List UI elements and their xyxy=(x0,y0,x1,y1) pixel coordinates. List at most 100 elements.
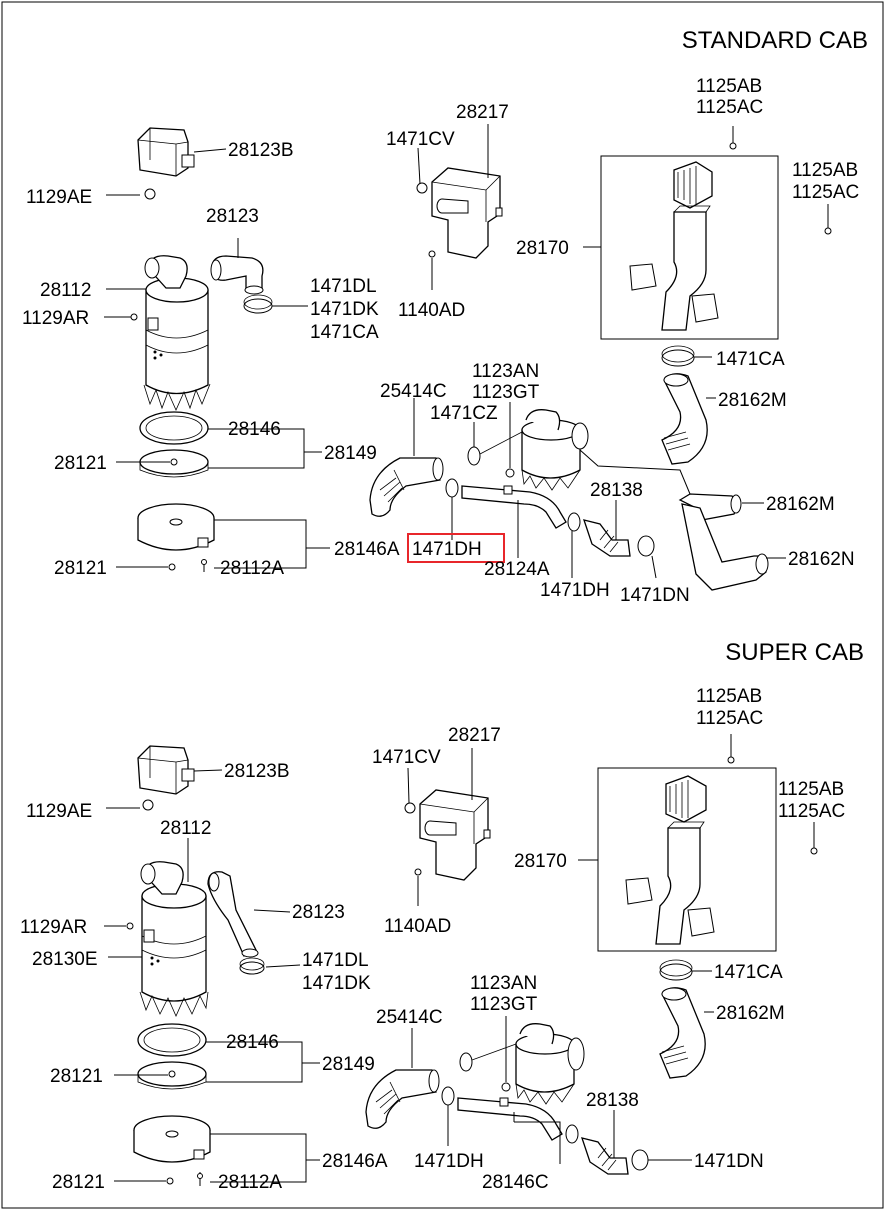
part-28138-hose xyxy=(581,1137,629,1175)
callout-28146A: 28146A xyxy=(334,539,400,560)
callout-28112A: 28112A xyxy=(220,558,284,579)
callout-1140AD: 1140AD xyxy=(384,916,451,937)
part-28124A-pipe xyxy=(461,485,567,529)
callout-1471CA: 1471CA xyxy=(310,322,379,343)
part-clamp xyxy=(459,1052,473,1072)
part-28162M-hose xyxy=(659,987,706,1079)
callout-1125AC: 1125AC xyxy=(792,182,859,203)
callout-28170: 28170 xyxy=(516,238,569,259)
part-28146A-housing xyxy=(133,1115,211,1163)
part-1471DN-clamp xyxy=(631,1149,649,1171)
callout-1471DL: 1471DL xyxy=(310,276,377,297)
callout-1471CV: 1471CV xyxy=(386,129,455,150)
part-air-cleaner-assembly xyxy=(521,409,589,491)
part-1471DL-clamp xyxy=(239,957,265,975)
callout-28146: 28146 xyxy=(228,419,281,440)
part-28112A-screw xyxy=(201,559,207,565)
callout-28121: 28121 xyxy=(50,1066,103,1087)
callout-1129AE: 1129AE xyxy=(26,801,92,822)
callout-28162M: 28162M xyxy=(718,390,787,411)
callout-1471DH: 1471DH xyxy=(540,580,610,601)
callout-25414C: 25414C xyxy=(376,1007,443,1028)
part-1471DN-clamp xyxy=(637,535,655,557)
part-1471DH-clamp xyxy=(567,512,581,532)
part-28217-resonator xyxy=(431,167,503,259)
callout-1129AE: 1129AE xyxy=(26,187,92,208)
callout-28162M: 28162M xyxy=(766,494,835,515)
part-1123AN-bolt xyxy=(505,468,515,478)
callout-1471DK: 1471DK xyxy=(310,299,379,320)
callout-28162M: 28162M xyxy=(716,1003,785,1024)
part-28170-duct xyxy=(625,775,715,945)
leader-line xyxy=(193,148,227,153)
part-1123AN-bolt xyxy=(501,1082,511,1092)
part-1125AB-bolt xyxy=(729,142,737,150)
callout-28149: 28149 xyxy=(324,443,377,464)
part-1140AD-bolt xyxy=(414,868,422,876)
callout-28124A: 28124A xyxy=(484,559,550,580)
callout-1125AC: 1125AC xyxy=(696,708,763,729)
callout-1471DN: 1471DN xyxy=(620,585,690,606)
part-1471DL-clamp xyxy=(243,294,273,314)
super-cab-assembly xyxy=(104,734,818,1186)
callout-1471CA: 1471CA xyxy=(716,349,785,370)
part-25414C-hose xyxy=(365,1069,440,1129)
callout-1129AR: 1129AR xyxy=(20,917,87,938)
callout-1123GT: 1123GT xyxy=(470,994,538,1015)
callout-1471DK: 1471DK xyxy=(302,973,371,994)
callout-1471DL: 1471DL xyxy=(302,950,369,971)
callout-28217: 28217 xyxy=(456,102,509,123)
callout-1125AB: 1125AB xyxy=(778,779,844,800)
part-1471CA-clamp xyxy=(661,345,695,367)
part-28112-air-cleaner xyxy=(143,255,211,411)
callout-28138: 28138 xyxy=(590,480,643,501)
callout-28146: 28146 xyxy=(226,1032,279,1053)
part-28162M-N-hoses xyxy=(678,493,769,591)
callout-28123: 28123 xyxy=(292,902,345,923)
part-1471CV-clamp xyxy=(404,802,416,814)
part-1471DH-clamp xyxy=(445,478,459,498)
callout-1125AB: 1125AB xyxy=(696,76,762,97)
part-1129AE-bolt xyxy=(142,799,154,811)
callout-28112: 28112 xyxy=(40,280,91,301)
part-air-cleaner-assembly xyxy=(515,1023,585,1105)
callout-28146A: 28146A xyxy=(322,1151,388,1172)
part-28217-resonator xyxy=(419,789,491,881)
callout-1471DN: 1471DN xyxy=(694,1151,764,1172)
part-28170-duct xyxy=(629,161,719,331)
part-1125AB-bolt xyxy=(810,847,818,855)
callout-1471DH-highlighted: 1471DH xyxy=(412,539,482,560)
part-28121-cover xyxy=(137,1061,207,1090)
part-28112-air-cleaner xyxy=(139,861,209,1017)
callout-28162N: 28162N xyxy=(788,549,855,570)
callout-28138: 28138 xyxy=(586,1090,639,1111)
part-1129AE-bolt xyxy=(106,188,156,200)
callout-28121: 28121 xyxy=(54,453,107,474)
standard-cab-labels: 28123B 1129AE 28123 28112 1129AR 1471DL … xyxy=(22,76,859,606)
callout-28123B: 28123B xyxy=(224,761,290,782)
callout-28123: 28123 xyxy=(206,206,259,227)
part-28146-filter-element xyxy=(139,411,209,445)
callout-1123AN: 1123AN xyxy=(470,973,537,994)
callout-1471CV: 1471CV xyxy=(372,747,441,768)
callout-28121: 28121 xyxy=(52,1172,105,1193)
part-28121-cover xyxy=(139,449,209,478)
callout-28123B: 28123B xyxy=(228,140,294,161)
callout-1129AR: 1129AR xyxy=(22,308,89,329)
standard-cab-assembly xyxy=(104,124,832,591)
callout-28130E: 28130E xyxy=(32,949,98,970)
part-1125AB-bolt xyxy=(727,756,735,764)
callout-1471CA: 1471CA xyxy=(714,962,783,983)
part-28146A-housing xyxy=(137,503,215,551)
part-28138-hose xyxy=(583,519,631,557)
callout-1125AB: 1125AB xyxy=(792,160,858,181)
callout-28170: 28170 xyxy=(514,851,567,872)
callout-1140AD: 1140AD xyxy=(398,300,465,321)
part-28121-screw xyxy=(168,563,176,571)
part-1471CA-clamp xyxy=(659,959,693,981)
callout-28149: 28149 xyxy=(322,1054,375,1075)
super-cab-labels: 28123B 1129AE 28112 28123 1129AR 28130E … xyxy=(20,686,845,1193)
callout-28146C: 28146C xyxy=(482,1172,549,1193)
